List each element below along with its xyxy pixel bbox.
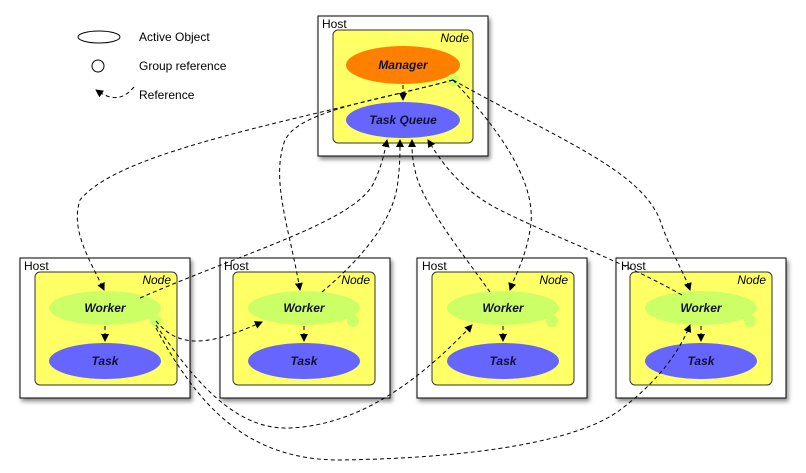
host-label: Host [24, 259, 49, 273]
reference-arrow [155, 324, 473, 429]
worker-object[interactable] [447, 291, 559, 325]
reference-arrow [279, 79, 454, 291]
host-label: Host [621, 259, 646, 273]
node-label: Node [440, 31, 469, 45]
legend-group-reference-icon [91, 59, 105, 73]
task-label: Task [688, 354, 716, 368]
reference-arrow [321, 139, 404, 293]
node-label: Node [341, 273, 370, 287]
legend-active-object-icon [77, 30, 121, 44]
worker-host-1: Host Node Worker Task [19, 257, 191, 399]
worker-object[interactable] [248, 291, 360, 325]
task-queue-label: Task Queue [369, 113, 437, 127]
reference-arrow [139, 139, 390, 299]
host-label: Host [422, 259, 447, 273]
worker-label: Worker [680, 301, 722, 315]
manager-to-workers-references [76, 79, 692, 291]
reference-arrow [408, 139, 491, 293]
worker-group-reference [347, 315, 359, 327]
reference-arrow [452, 79, 532, 291]
manager-object[interactable] [346, 46, 460, 84]
worker-host-2: Host Node Worker Task [219, 257, 391, 399]
worker-group-reference [744, 315, 756, 327]
manager-label: Manager [378, 58, 429, 72]
node-label: Node [539, 273, 568, 287]
reference-arrow [155, 324, 692, 461]
worker-label: Worker [283, 301, 325, 315]
task-object[interactable] [447, 343, 559, 379]
legend: Active Object Group reference Reference [77, 30, 227, 102]
worker-host-4: Host Node Worker Task [615, 257, 787, 399]
reference-arrow [452, 79, 692, 291]
reference-arrow [76, 79, 454, 291]
manager-host: Host Node Manager Task Queue [317, 15, 489, 157]
worker-object[interactable] [49, 291, 161, 325]
task-label: Task [490, 354, 518, 368]
task-label: Task [92, 354, 120, 368]
task-object[interactable] [248, 343, 360, 379]
host-label: Host [224, 259, 249, 273]
worker-label: Worker [482, 301, 524, 315]
host-label: Host [322, 17, 347, 31]
workers-to-queue-references [139, 139, 683, 299]
worker-label: Worker [84, 301, 126, 315]
worker-group-reference [546, 315, 558, 327]
worker-host-3: Host Node Worker Task [416, 257, 588, 399]
node-label: Node [737, 273, 766, 287]
worker-object[interactable] [645, 291, 757, 325]
task-label: Task [291, 354, 319, 368]
legend-active-object-label: Active Object [139, 30, 210, 44]
legend-reference-icon [95, 86, 135, 99]
task-object[interactable] [645, 343, 757, 379]
legend-reference-label: Reference [139, 88, 195, 102]
task-object[interactable] [49, 343, 161, 379]
worker1-to-workers-references [155, 320, 692, 461]
legend-group-reference-label: Group reference [139, 59, 227, 73]
node-label: Node [142, 273, 171, 287]
task-queue-object[interactable] [346, 102, 460, 138]
